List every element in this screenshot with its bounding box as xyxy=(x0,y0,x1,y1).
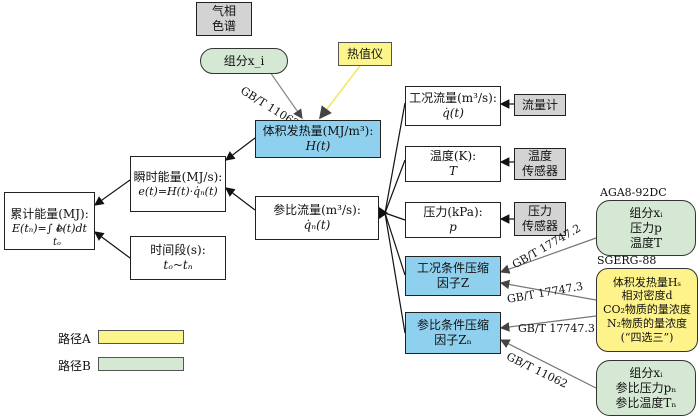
cumulative-title: 累计能量(MJ): xyxy=(10,206,89,221)
legend-b-swatch xyxy=(98,357,184,371)
yellow-mid-line2: 相对密度d xyxy=(621,289,673,303)
volume-heat-box: 体积发热量(MJ/m³): H(t) xyxy=(255,120,381,158)
yellow-mid-line5: (“四选三”) xyxy=(620,330,674,344)
work-flow-title: 工况流量(m³/s): xyxy=(409,91,497,105)
cumulative-formula: E(tₙ)=∫ e(t)dt xyxy=(12,222,87,236)
green-top-box: 组分xᵢ 压力p 温度T xyxy=(596,200,696,256)
legend-b-label: 路径B xyxy=(58,359,91,373)
green-bottom-line1: 组分xᵢ xyxy=(629,365,663,380)
press-sensor-line2: 传感器 xyxy=(521,219,558,233)
z-work-box: 工况条件压缩 因子Z xyxy=(405,256,501,296)
flowmeter-box: 流量计 xyxy=(514,94,566,116)
green-bottom-line3: 参比温度Tₙ xyxy=(615,395,677,410)
gas-chromatograph-box: 气相 色谱 xyxy=(196,2,252,36)
yellow-mid-box: 体积发热量Hₛ 相对密度d CO₂物质的量浓度 N₂物质的量浓度 (“四选三”) xyxy=(596,268,698,352)
heat-meter-box: 热值仪 xyxy=(338,42,392,66)
temp-sensor-line2: 传感器 xyxy=(521,164,558,178)
pressure-title: 压力(kPa): xyxy=(423,205,483,219)
green-top-line2: 压力p xyxy=(630,220,662,235)
integral-lower: tₒ xyxy=(53,237,61,248)
z-work-line1: 工况条件压缩 xyxy=(416,261,489,275)
volume-heat-title: 体积发热量(MJ/m³): xyxy=(262,124,374,138)
flowmeter-label: 流量计 xyxy=(521,97,558,112)
instant-energy-title: 瞬时能量(MJ/s): xyxy=(133,169,223,184)
time-period-title: 时间段(s): xyxy=(150,243,206,257)
instant-energy-formula: e(t)=H(t)·q̇ₙ(t) xyxy=(138,184,218,198)
yellow-mid-line4: N₂物质的量浓度 xyxy=(606,316,688,330)
cumulative-energy-box: 累计能量(MJ): E(tₙ)=∫ e(t)dt tₙ tₒ xyxy=(4,192,95,250)
green-top-line3: 温度T xyxy=(629,235,662,250)
green-top-line1: 组分xᵢ xyxy=(629,205,663,220)
green-bottom-line2: 参比压力pₙ xyxy=(615,380,677,395)
work-flow-box: 工况流量(m³/s): q̇(t) xyxy=(405,86,501,126)
temp-sensor-box: 温度 传感器 xyxy=(514,148,566,180)
press-sensor-box: 压力 传感器 xyxy=(514,202,566,236)
cumulative-formula-text: E(tₙ)=∫ e(t)dt xyxy=(12,221,87,235)
time-period-box: 时间段(s): tₒ~tₙ xyxy=(130,236,226,280)
gas-chromatograph-line2: 色谱 xyxy=(211,19,236,33)
z-ref-box: 参比条件压缩 因子Zₙ xyxy=(405,312,501,354)
ref-flow-formula: q̇ₙ(t) xyxy=(303,218,331,232)
temperature-title: 温度(K): xyxy=(429,149,477,163)
work-flow-formula: q̇(t) xyxy=(442,106,464,120)
pressure-box: 压力(kPa): p xyxy=(405,202,501,238)
yellow-mid-line3: CO₂物质的量浓度 xyxy=(603,303,691,317)
z-work-line2: 因子Z xyxy=(436,276,470,290)
z-ref-line2: 因子Zₙ xyxy=(434,333,472,347)
gas-chromatograph-line1: 气相 xyxy=(211,4,236,18)
temp-sensor-line1: 温度 xyxy=(527,149,552,163)
component-top-box: 组分x_i xyxy=(200,48,288,74)
ref-flow-title: 参比流量(m³/s): xyxy=(273,203,361,217)
integral-upper: tₙ xyxy=(57,223,66,234)
legend-a-swatch xyxy=(98,330,184,344)
yellow-mid-line1: 体积发热量Hₛ xyxy=(612,275,682,289)
temperature-box: 温度(K): T xyxy=(405,146,501,182)
sgerg-label: SGERG-88 xyxy=(597,254,657,267)
temperature-symbol: T xyxy=(448,164,457,178)
z-ref-line1: 参比条件压缩 xyxy=(416,318,489,332)
legend-a-label: 路径A xyxy=(58,332,91,346)
volume-heat-formula: H(t) xyxy=(305,139,331,153)
time-period-range: tₒ~tₙ xyxy=(163,258,193,272)
aga-label: AGA8-92DC xyxy=(600,186,667,199)
std-gbt17747-3b: GB/T 17747.3 xyxy=(518,322,595,335)
instant-energy-box: 瞬时能量(MJ/s): e(t)=H(t)·q̇ₙ(t) xyxy=(130,156,226,212)
component-top-label: 组分x_i xyxy=(223,53,265,68)
green-bottom-box: 组分xᵢ 参比压力pₙ 参比温度Tₙ xyxy=(596,360,696,416)
heat-meter-label: 热值仪 xyxy=(346,46,383,61)
ref-flow-box: 参比流量(m³/s): q̇ₙ(t) xyxy=(255,196,379,240)
pressure-symbol: p xyxy=(449,220,457,234)
press-sensor-line1: 压力 xyxy=(527,204,552,218)
